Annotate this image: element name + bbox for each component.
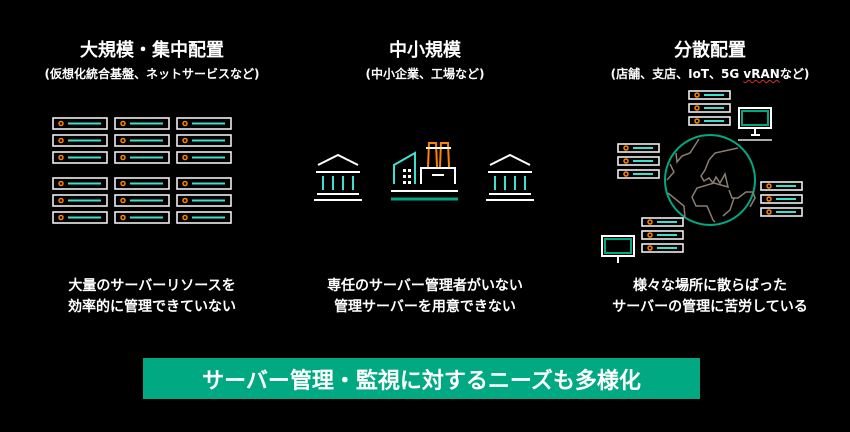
- server-icon: [52, 134, 108, 147]
- server-rack-cluster-icon: [52, 117, 232, 224]
- server-icon: [176, 177, 232, 190]
- server-icon: [114, 177, 170, 190]
- server-icon: [760, 207, 803, 217]
- column-title-small-medium: 中小規模: [389, 40, 461, 61]
- server-icon: [760, 194, 803, 204]
- server-icon: [114, 134, 170, 147]
- column-body-small-medium: 専任のサーバー管理者がいない管理サーバーを用意できない: [300, 276, 550, 318]
- server-icon: [176, 211, 232, 224]
- subtitle-text: (店舗、支店、IoT、5G: [610, 67, 744, 81]
- server-icon: [176, 117, 232, 130]
- monitor-icon: [738, 107, 772, 141]
- subtitle-vran: vRAN: [743, 67, 780, 81]
- server-icon: [641, 230, 684, 240]
- server-icon: [641, 217, 684, 227]
- bank-icon: [314, 153, 362, 201]
- summary-banner: サーバー管理・監視に対するニーズも多様化: [143, 358, 700, 399]
- bank-icon: [486, 153, 534, 201]
- body-line: 大量のサーバーリソースを: [68, 278, 236, 294]
- column-body-distributed: 様々な場所に散らばったサーバーの管理に苦労している: [585, 276, 835, 318]
- server-icon: [688, 103, 731, 113]
- server-icon: [114, 117, 170, 130]
- column-subtitle-large-scale: (仮想化統合基盤、ネットサービスなど): [44, 67, 260, 81]
- globe-icon: [664, 134, 756, 226]
- server-icon: [52, 194, 108, 207]
- server-icon: [114, 151, 170, 164]
- column-subtitle-distributed: (店舗、支店、IoT、5G vRANなど): [560, 65, 850, 82]
- server-icon: [688, 90, 731, 100]
- body-line: サーバーの管理に苦労している: [612, 299, 808, 315]
- server-icon: [176, 151, 232, 164]
- column-title-distributed: 分散配置: [674, 40, 746, 61]
- factory-icon: [391, 142, 458, 201]
- banner-text: サーバー管理・監視に対するニーズも多様化: [202, 368, 641, 394]
- server-icon: [114, 194, 170, 207]
- column-subtitle-small-medium: (中小企業、工場など): [365, 67, 485, 81]
- monitor-icon: [601, 235, 635, 263]
- body-line: 様々な場所に散らばった: [633, 278, 787, 294]
- distributed-server-icons: [617, 90, 803, 253]
- server-icon: [176, 134, 232, 147]
- column-title-large-scale: 大規模・集中配置: [80, 40, 224, 61]
- body-line: 効率的に管理できていない: [68, 299, 236, 315]
- server-icon: [688, 116, 731, 126]
- server-icon: [176, 194, 232, 207]
- server-icon: [617, 169, 660, 179]
- body-line: 専任のサーバー管理者がいない: [327, 278, 523, 294]
- server-icon: [114, 211, 170, 224]
- server-icon: [617, 156, 660, 166]
- column-body-large-scale: 大量のサーバーリソースを効率的に管理できていない: [52, 276, 252, 318]
- server-icon: [52, 151, 108, 164]
- server-icon: [760, 181, 803, 191]
- body-line: 管理サーバーを用意できない: [334, 299, 516, 315]
- server-icon: [52, 211, 108, 224]
- server-icon: [52, 117, 108, 130]
- server-icon: [52, 177, 108, 190]
- subtitle-text-end: など): [779, 67, 810, 81]
- server-icon: [641, 243, 684, 253]
- server-icon: [617, 143, 660, 153]
